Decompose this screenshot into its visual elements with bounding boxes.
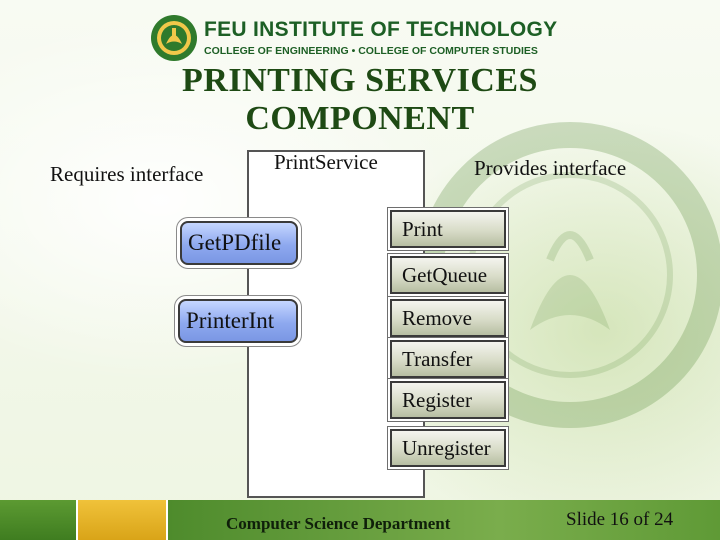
colleges-line: COLLEGE OF ENGINEERING • COLLEGE OF COMP… [204,45,538,57]
provided-interface-getqueue: GetQueue [390,256,506,294]
footer-green-block [0,500,76,540]
provided-interface-register: Register [390,381,506,419]
provided-interface-unregister: Unregister [390,429,506,467]
department-name: Computer Science Department [226,514,451,533]
title-line-1: PRINTING SERVICES [182,62,538,99]
slide-title: PRINTING SERVICES COMPONENT [100,62,620,138]
title-line-2: COMPONENT [245,100,475,137]
component-name: PrintService [274,150,378,174]
footer-green-band [168,500,720,540]
required-interface-printerint: PrinterInt [178,299,298,343]
institution-header: FEU INSTITUTE OF TECHNOLOGY COLLEGE OF E… [150,12,590,68]
provided-interface-transfer: Transfer [390,340,506,378]
slide-number: Slide 16 of 24 [566,509,674,530]
requires-interface-label: Requires interface [50,162,204,186]
footer-yellow-block [78,500,166,540]
provided-interface-print: Print [390,210,506,248]
institution-name: FEU INSTITUTE OF TECHNOLOGY [204,18,558,41]
required-interface-getpdfile: GetPDfile [180,221,298,265]
provides-interface-label: Provides interface [474,156,627,180]
footer-bar [0,500,720,540]
provided-interface-remove: Remove [390,299,506,337]
feu-seal-logo [151,15,197,61]
